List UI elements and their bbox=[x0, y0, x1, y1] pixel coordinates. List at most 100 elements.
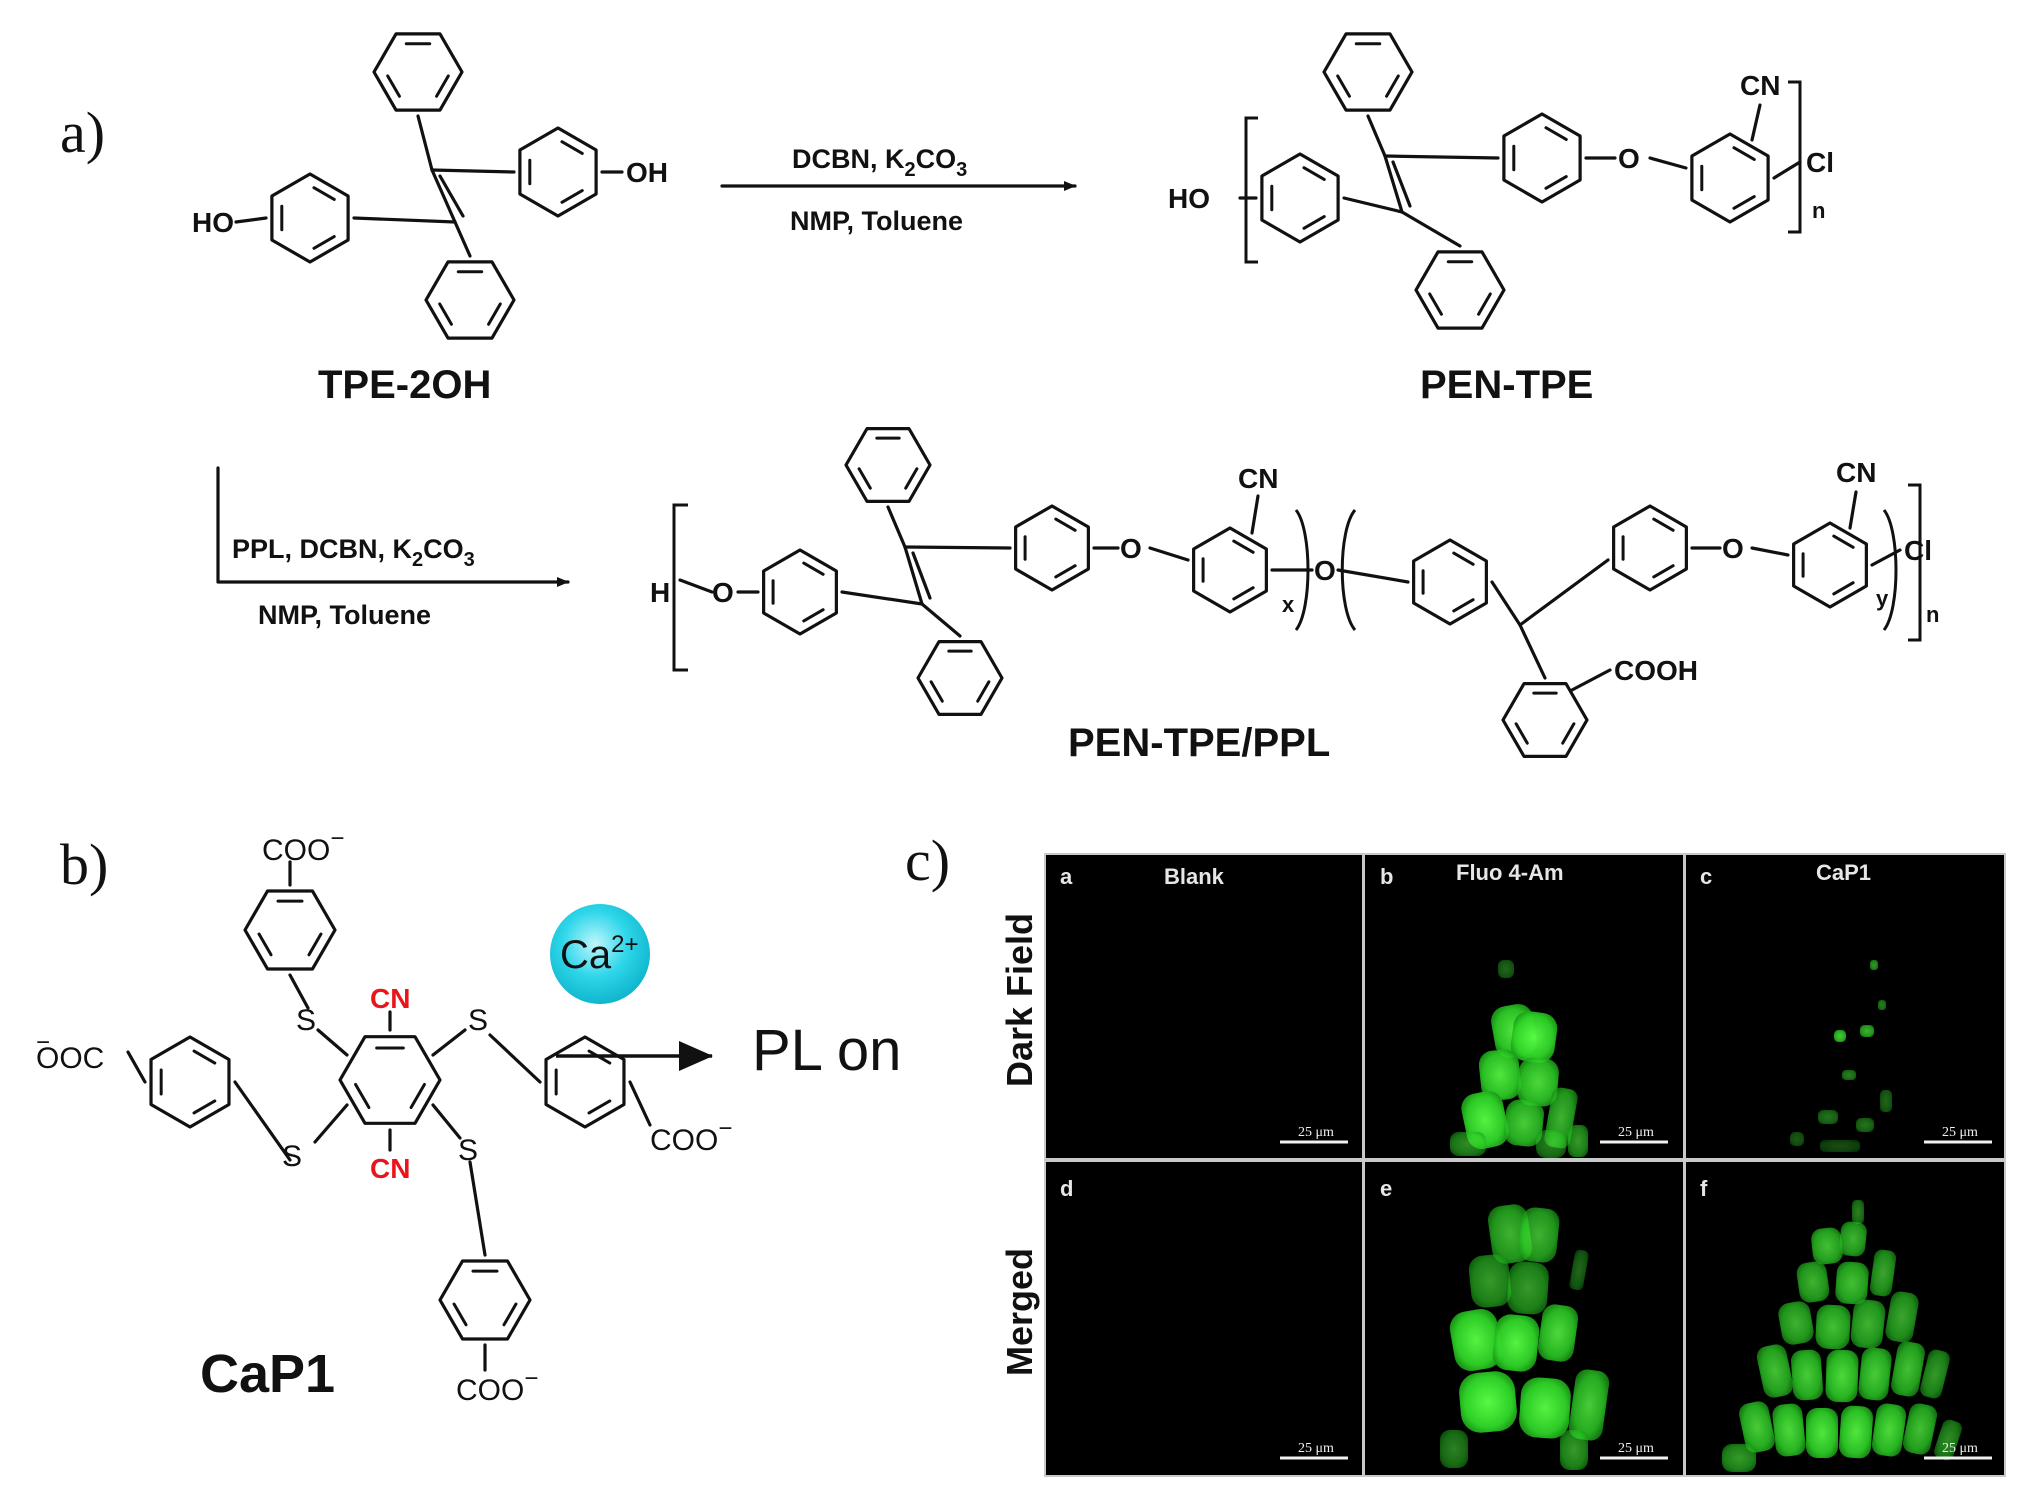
pen-tpe-cn-group: CN bbox=[1740, 70, 1780, 101]
column-title-fluo: Fluo 4-Am bbox=[1456, 860, 1564, 885]
micrograph-c: c CaP1 25 μm bbox=[1686, 855, 2004, 1158]
cell-blob bbox=[1878, 1000, 1886, 1010]
micrograph-b: b Fluo 4-Am 25 μm bbox=[1365, 855, 1683, 1158]
micrograph-e: e 25 μm bbox=[1365, 1162, 1683, 1475]
cell-blob bbox=[1934, 1419, 1962, 1461]
cell-blob bbox=[1468, 1254, 1512, 1308]
ppl-o-4: O bbox=[1722, 533, 1744, 564]
micrograph-e-label: e bbox=[1380, 1176, 1392, 1201]
panel-a-label: a) bbox=[60, 100, 105, 165]
pl-on-text: PL on bbox=[752, 1018, 901, 1083]
micrograph-d-label: d bbox=[1060, 1176, 1073, 1201]
cell-blob bbox=[1478, 1049, 1522, 1101]
cell-blob bbox=[1519, 1377, 1571, 1439]
cell-blob bbox=[1920, 1349, 1950, 1399]
cell-blob bbox=[1790, 1349, 1824, 1401]
micrograph-f-label: f bbox=[1700, 1176, 1708, 1201]
cap1-structure: CN CN S S S S COO− −OOC COO− COO− bbox=[36, 825, 732, 1407]
cell-blob bbox=[1825, 1349, 1859, 1403]
panel-b: b) CN CN S S S S CO bbox=[36, 825, 901, 1407]
tpe-ho-group: HO bbox=[192, 207, 234, 238]
cell-blob bbox=[1870, 960, 1878, 970]
cell-blob bbox=[1891, 1341, 1925, 1397]
scale-bar-a: 25 μm bbox=[1298, 1125, 1334, 1140]
reaction-1-reagents: DCBN, K2CO3 bbox=[792, 144, 967, 181]
scale-bar-b: 25 μm bbox=[1618, 1125, 1654, 1140]
scale-bar-f: 25 μm bbox=[1942, 1441, 1978, 1456]
cell-blob bbox=[1459, 1371, 1517, 1433]
pen-tpe-ether-o: O bbox=[1618, 143, 1640, 174]
cell-blob bbox=[1860, 1025, 1874, 1037]
cell-blob bbox=[1739, 1401, 1775, 1453]
micrograph-panels: a Blank 25 μm b Fluo 4-Am 25 μm c CaP1 2… bbox=[1046, 855, 2004, 1475]
panel-c-label: c) bbox=[905, 828, 950, 893]
ppl-h-end: H bbox=[650, 577, 670, 608]
cap1-cn-bottom: CN bbox=[370, 1153, 410, 1184]
cell-blob bbox=[1517, 1057, 1559, 1107]
scale-bar-e: 25 μm bbox=[1618, 1441, 1654, 1456]
micrograph-d: d 25 μm bbox=[1046, 1162, 1362, 1475]
cell-blob bbox=[1856, 1118, 1874, 1132]
fluorescent-cells-f bbox=[1722, 1200, 1962, 1472]
cell-blob bbox=[1537, 1304, 1579, 1362]
fluorescent-cells-b bbox=[1450, 960, 1588, 1158]
panel-b-label: b) bbox=[60, 832, 108, 897]
ppl-y-subscript: y bbox=[1876, 586, 1889, 611]
reaction-1-solvent: NMP, Toluene bbox=[790, 206, 963, 236]
column-title-cap1: CaP1 bbox=[1816, 860, 1871, 885]
cell-blob bbox=[1815, 1304, 1851, 1350]
cell-blob bbox=[1492, 1314, 1540, 1372]
pen-tpe-cl-end: Cl bbox=[1806, 147, 1834, 178]
cell-blob bbox=[1778, 1301, 1814, 1345]
cell-blob bbox=[1839, 1221, 1867, 1257]
cap1-s-3: S bbox=[282, 1140, 302, 1173]
cell-blob bbox=[1504, 1099, 1544, 1147]
cell-blob bbox=[1772, 1403, 1806, 1457]
cap1-s-1: S bbox=[296, 1004, 316, 1037]
cap1-coo-right: COO− bbox=[650, 1115, 732, 1157]
tpe-oh-group: OH bbox=[626, 157, 668, 188]
compound-pen-tpe: PEN-TPE bbox=[1420, 363, 1593, 407]
cell-blob bbox=[1902, 1403, 1938, 1455]
ppl-cn-1: CN bbox=[1238, 463, 1278, 494]
cell-blob bbox=[1449, 1308, 1503, 1372]
compound-tpe-2oh: TPE-2OH bbox=[318, 363, 491, 407]
cell-blob bbox=[1880, 1090, 1892, 1112]
reaction-2-reagents: PPL, DCBN, K2CO3 bbox=[232, 534, 475, 571]
cell-blob bbox=[1838, 1405, 1874, 1459]
micrograph-f: f 25 μm bbox=[1686, 1162, 2004, 1475]
cell-blob bbox=[1440, 1430, 1468, 1468]
cell-blob bbox=[1835, 1261, 1869, 1305]
tpe-2oh-structure: OH HO bbox=[192, 32, 668, 340]
cell-blob bbox=[1818, 1110, 1838, 1124]
pen-tpe-structure: HO O CN Cl n bbox=[1168, 32, 1834, 330]
cell-blob bbox=[1858, 1347, 1892, 1401]
cell-blob bbox=[1811, 1227, 1843, 1265]
cap1-coo-top: COO− bbox=[262, 825, 344, 867]
pen-tpe-n-subscript: n bbox=[1812, 198, 1825, 223]
micrograph-b-label: b bbox=[1380, 864, 1393, 889]
cell-blob bbox=[1536, 1130, 1566, 1158]
ppl-cooh-group: COOH bbox=[1614, 655, 1698, 686]
column-title-blank: Blank bbox=[1164, 864, 1225, 889]
fluorescent-cells-c bbox=[1790, 960, 1892, 1152]
pen-tpe-ppl-structure: H O O CN x O O CN y Cl n COOH bbox=[650, 427, 1939, 758]
ppl-o-1: O bbox=[712, 577, 734, 608]
cell-blob bbox=[1498, 960, 1514, 978]
cell-blob bbox=[1852, 1200, 1864, 1224]
micrograph-a: a Blank 25 μm bbox=[1046, 855, 1362, 1158]
calcium-ion-sphere bbox=[550, 904, 650, 1004]
cap1-s-2: S bbox=[468, 1004, 488, 1037]
panel-a: a) OH HO TPE-2OH DCBN, K2CO3 NMP, Toluen… bbox=[60, 32, 1939, 765]
row-label-merged: Merged bbox=[999, 1248, 1040, 1376]
cell-blob bbox=[1834, 1030, 1846, 1042]
ppl-cn-2: CN bbox=[1836, 457, 1876, 488]
cell-blob bbox=[1507, 1261, 1549, 1315]
cap1-s-4: S bbox=[458, 1134, 478, 1167]
cell-blob bbox=[1871, 1403, 1907, 1457]
calcium-ion-label: Ca2+ bbox=[560, 931, 639, 977]
cap1-cn-top: CN bbox=[370, 983, 410, 1014]
reaction-2-solvent: NMP, Toluene bbox=[258, 600, 431, 630]
cell-blob bbox=[1560, 1430, 1588, 1470]
